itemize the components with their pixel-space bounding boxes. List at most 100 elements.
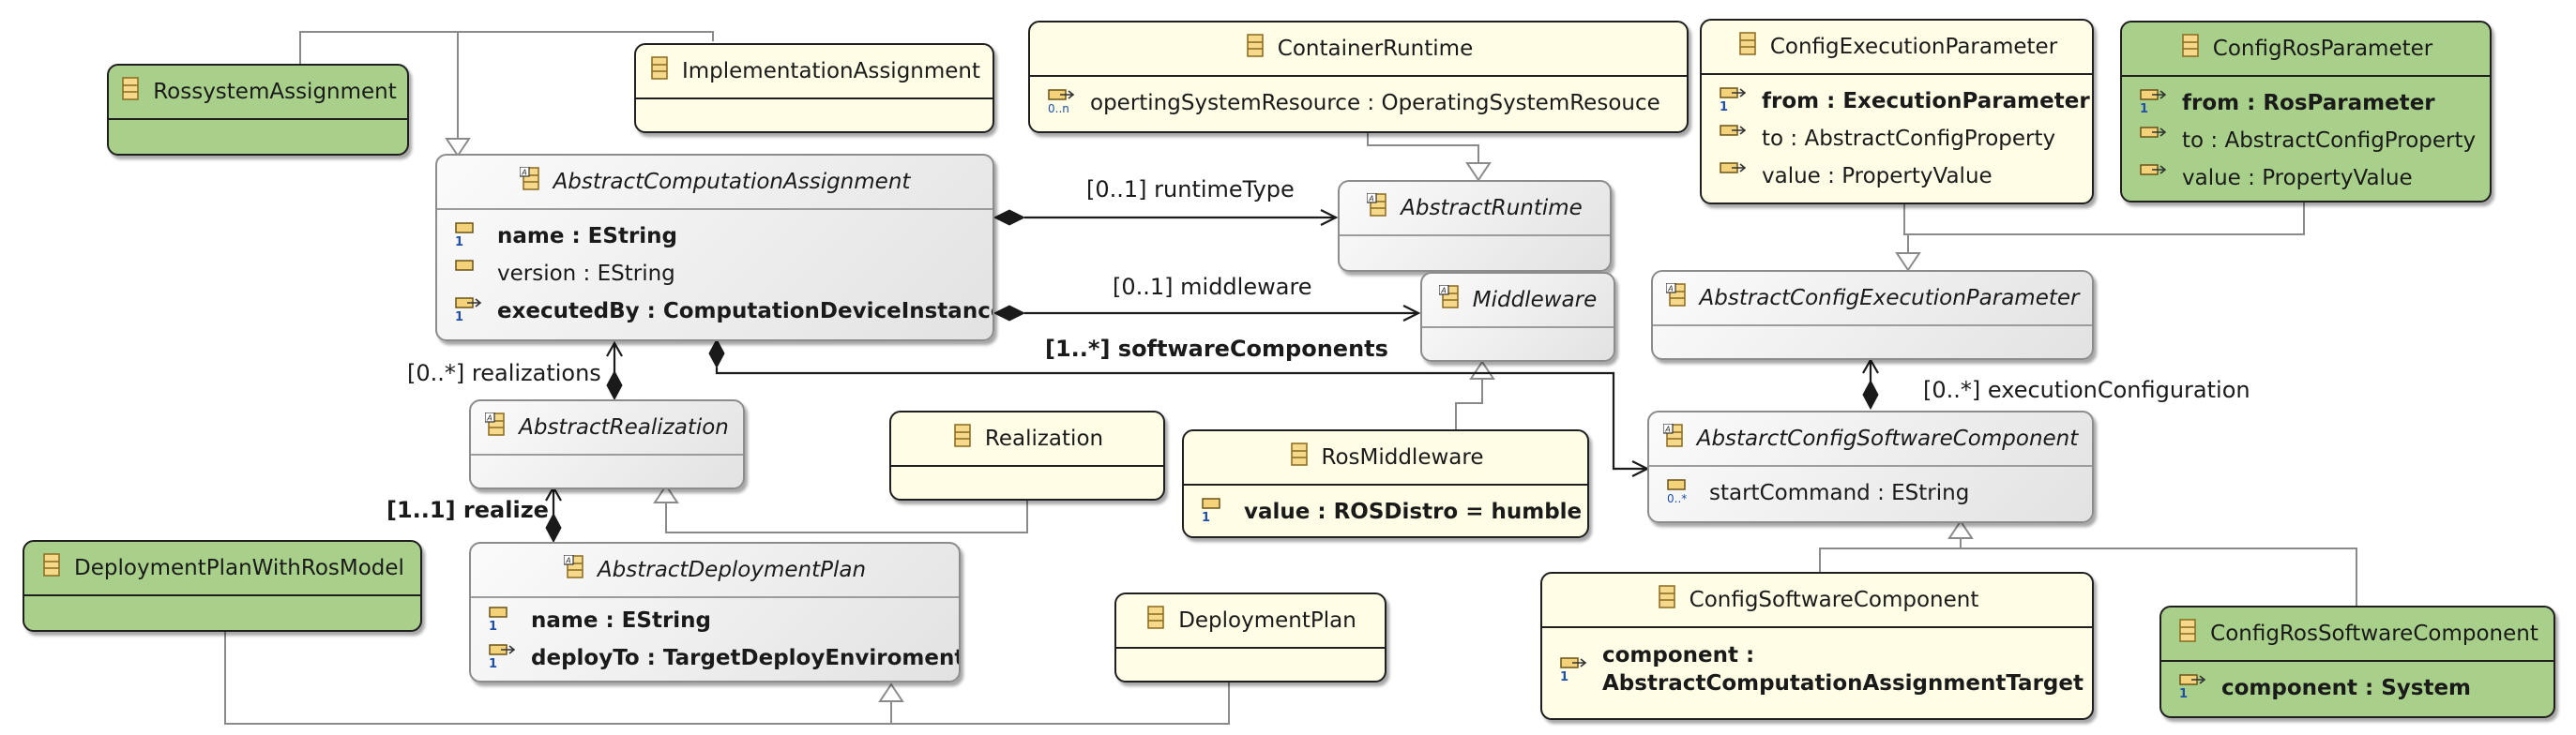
class-icon (40, 553, 61, 583)
svg-text:1: 1 (1720, 100, 1728, 112)
class-deployment-plan-with-ros-model[interactable]: DeploymentPlanWithRosModel (23, 540, 422, 632)
reference-icon: 1 (486, 641, 518, 675)
abstract-class-icon: A (563, 554, 584, 585)
reference-icon (2137, 124, 2169, 158)
class-icon (1244, 34, 1265, 64)
abstract-class-icon: A (1438, 284, 1460, 315)
attribute-row[interactable]: 0..*startCommand : EString (1649, 474, 2092, 512)
class-name: ConfigExecutionParameter (1769, 35, 2058, 59)
inherit-dp-to-adp[interactable] (891, 681, 1230, 725)
inherit-configexec-to-abstractconfigexec[interactable] (1903, 202, 1909, 253)
class-name: ConfigSoftwareComponent (1689, 588, 1979, 612)
ref-executionconfiguration-arrow (1862, 357, 1879, 374)
class-abstract-config-software-component[interactable]: A AbstarctConfigSoftwareComponent 0..*sta… (1647, 411, 2094, 523)
attribute-text: deployTo : TargetDeployEnviroment (531, 646, 961, 670)
reference-icon: 1 (2137, 86, 2169, 120)
class-name: ImplementationAssignment (681, 59, 981, 83)
attribute-row[interactable]: to : AbstractConfigProperty (2122, 122, 2490, 159)
attribute-row[interactable]: to : AbstractConfigProperty (1702, 120, 2092, 158)
inherit-arrowhead-abstractrealization (653, 484, 679, 503)
ref-realizations-arrow (606, 340, 623, 357)
attribute-row[interactable]: version : EString (437, 255, 993, 292)
class-realization[interactable]: Realization (889, 411, 1165, 501)
inherit-crsc-to-acsc[interactable] (1961, 548, 2357, 606)
svg-text:A: A (565, 557, 570, 565)
attribute-text: to : AbstractConfigProperty (2182, 128, 2477, 153)
attribute-row[interactable]: 1 from : ExecutionParameter (1702, 82, 2092, 120)
inherit-csc-to-acsc[interactable] (1819, 532, 1962, 572)
class-name: Realization (984, 427, 1104, 451)
attribute-text: executedBy : ComputationDeviceInstance (497, 299, 994, 323)
svg-text:1: 1 (2179, 687, 2188, 699)
abstract-class-icon: A (518, 166, 540, 197)
svg-text:A: A (1368, 195, 1373, 203)
inherit-configros-to-abstractconfigexec[interactable] (1908, 201, 2305, 235)
attribute-text: value : PropertyValue (2182, 166, 2413, 190)
inherit-rossystem-to-aca[interactable] (299, 31, 459, 145)
diamond-executionconfiguration (1862, 379, 1879, 411)
attribute-compartment (1653, 324, 2092, 326)
class-name: RosMiddleware (1321, 445, 1484, 470)
attribute-row[interactable]: 1 deployTo : TargetDeployEnviroment (471, 639, 959, 677)
inherit-realization-to-abstractrealization[interactable] (665, 497, 1028, 533)
class-deployment-plan[interactable]: DeploymentPlan (1114, 592, 1386, 682)
inherit-arrowhead-adp (878, 682, 904, 702)
attribute-text: from : ExecutionParameter (1762, 89, 2090, 113)
abstract-class-icon: A (1662, 423, 1684, 454)
ref-middleware-arrow (1402, 305, 1421, 322)
reference-icon: 0..n (1045, 86, 1077, 120)
ref-softwarecomponents-line[interactable] (715, 368, 1647, 471)
attribute-row[interactable]: value : PropertyValue (2122, 159, 2490, 197)
inherit-rosmiddleware-to-middleware[interactable] (1455, 373, 1483, 429)
class-config-execution-parameter[interactable]: ConfigExecutionParameter 1 from : Executi… (1700, 19, 2094, 204)
class-icon (2179, 34, 2200, 64)
label-realizations: [0..*] realizations (407, 360, 601, 386)
class-name: RossystemAssignment (153, 80, 397, 104)
svg-text:A: A (486, 414, 492, 423)
inherit-impl-to-aca[interactable] (458, 31, 714, 41)
class-implementation-assignment[interactable]: ImplementationAssignment (634, 43, 994, 133)
inherit-container-to-runtime[interactable] (1367, 131, 1479, 167)
label-realize: [1..1] realize (386, 497, 549, 523)
class-name: AbstarctConfigSoftwareComponent (1696, 427, 2079, 451)
class-rossystem-assignment[interactable]: RossystemAssignment (107, 64, 409, 156)
abstract-class-icon: A (484, 412, 506, 442)
class-name: AbstractDeploymentPlan (597, 558, 867, 582)
attribute-icon: 1 (1199, 495, 1231, 529)
class-name: DeploymentPlan (1178, 608, 1356, 633)
inherit-arrowhead-middleware (1469, 360, 1495, 380)
attribute-compartment (471, 454, 743, 456)
svg-text:1: 1 (489, 657, 497, 669)
svg-text:1: 1 (489, 620, 497, 632)
attribute-row[interactable]: value : PropertyValue (1702, 158, 2092, 195)
attribute-icon (452, 257, 484, 291)
reference-icon: 1 (1557, 654, 1589, 690)
inherit-dprm-to-adp[interactable] (224, 632, 892, 725)
class-icon (951, 424, 972, 454)
inherit-arrowhead-acsc (1947, 519, 1974, 539)
class-icon (2176, 619, 2197, 649)
